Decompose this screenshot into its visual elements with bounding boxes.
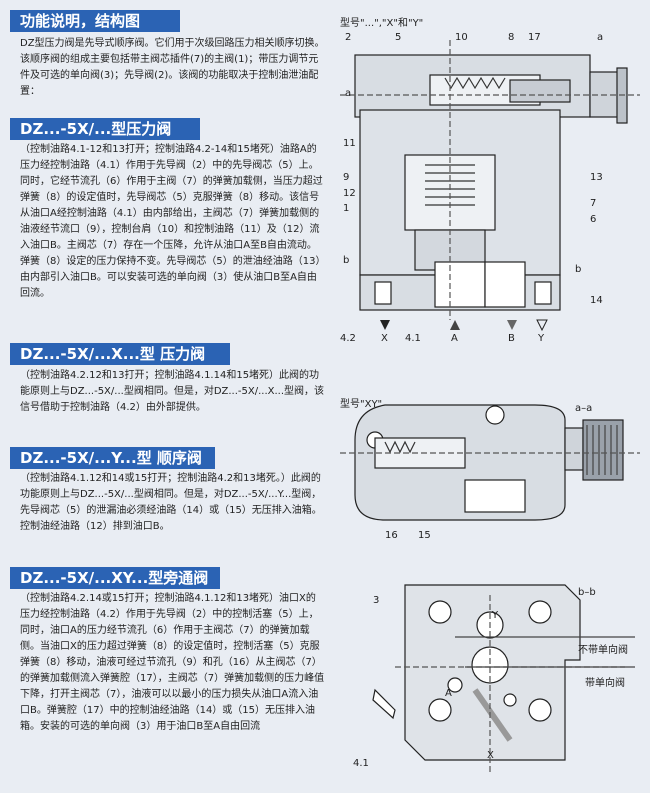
type-label-xy: 型号"XY" [340, 399, 383, 410]
section-aa-label: a–a [575, 403, 593, 414]
callout-2: 2 [345, 32, 352, 43]
callout-3: 3 [373, 595, 380, 606]
callout-7: 7 [590, 198, 597, 209]
callout-4-1-bottom: 4.1 [353, 758, 369, 769]
callout-12: 12 [343, 188, 356, 199]
port-b-marker [507, 320, 517, 330]
callout-5: 5 [395, 32, 402, 43]
xy-valve-cross-section [340, 404, 640, 521]
port-y-marker [536, 319, 548, 332]
port-a-label: A [451, 333, 458, 344]
section-body-sequence-valve: （控制油路4.1.12和14或15打开；控制油路4.2和13堵死。）此阀的功能原… [20, 473, 322, 532]
function-heading: 功能说明，结构图 [10, 10, 180, 32]
section-body-bypass-valve: （控制油路4.2.14或15打开；控制油路4.1.12和13堵死）油口X的压力经… [20, 593, 325, 732]
callout-4-1: 4.1 [405, 333, 421, 344]
description-column: 功能说明，结构图 DZ型压力阀是先导式顺序阀。它们用于次级回路压力相关顺序切换。… [10, 10, 325, 732]
section-title-x-pressure-valve: DZ...-5X/...X...型 压力阀 [10, 343, 230, 365]
callout-b-left: b [343, 255, 350, 266]
callout-14: 14 [590, 295, 603, 306]
port-a-marker [450, 320, 460, 330]
intro-paragraph: DZ型压力阀是先导式顺序阀。它们用于次级回路压力相关顺序切换。该顺序阀的组成主要… [20, 38, 325, 97]
section-body-pressure-valve: （控制油路4.1-12和13打开；控制油路4.2-14和15堵死）油路A的压力经… [20, 144, 323, 299]
callout-15: 15 [418, 530, 431, 541]
callout-13: 13 [590, 172, 603, 183]
callout-16: 16 [385, 530, 398, 541]
section-body-x-pressure-valve: （控制油路4.2.12和13打开；控制油路4.1.14和15堵死）此阀的功能原则… [20, 370, 325, 413]
legend-with-check-valve: 带单向阀 [585, 678, 625, 689]
port-x-label: X [381, 333, 388, 344]
callout-9: 9 [343, 172, 350, 183]
port-b-label: B [508, 333, 515, 344]
port-y-label-bottom: Y [492, 610, 499, 621]
type-label-top: 型号"...","X"和"Y" [340, 18, 424, 29]
callout-6: 6 [590, 214, 597, 225]
legend-no-check-valve: 不带单向阀 [578, 645, 628, 656]
port-a-label-bottom: A [445, 688, 452, 699]
valve-drawings [340, 40, 640, 775]
callout-1: 1 [343, 203, 350, 214]
port-y-label: Y [538, 333, 545, 344]
callout-8: 8 [508, 32, 515, 43]
drawing-column: 型号"...","X"和"Y" 2 5 10 8 17 a a 11 9 12 … [335, 0, 650, 793]
main-valve-cross-section [340, 40, 640, 320]
callout-11: 11 [343, 138, 356, 149]
callout-17: 17 [528, 32, 541, 43]
callout-a-left: a [345, 88, 352, 99]
section-title-pressure-valve: DZ...-5X/...型压力阀 [10, 118, 200, 140]
callout-a-top: a [597, 32, 604, 43]
callout-10: 10 [455, 32, 468, 43]
callout-b-right: b [575, 264, 582, 275]
callout-4-2: 4.2 [340, 333, 356, 344]
section-title-sequence-valve: DZ...-5X/...Y...型 顺序阀 [10, 447, 215, 469]
port-x-marker [380, 320, 390, 330]
section-bb-view [372, 584, 635, 775]
section-bb-label: b–b [578, 587, 596, 598]
port-x-label-bottom: X [487, 750, 494, 761]
section-title-bypass-valve: DZ...-5X/...XY...型旁通阀 [10, 567, 220, 589]
